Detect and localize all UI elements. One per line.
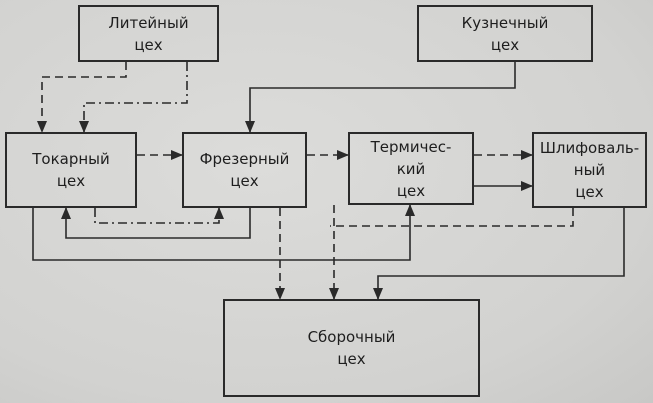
node-liteyny-tsekh: Литейный цех — [78, 5, 219, 62]
link-kuznechny-frezerny — [245, 62, 516, 133]
node-sborochny-tsekh: Сборочный цех — [223, 299, 480, 397]
node-tokarny-tsekh: Токарный цех — [5, 132, 137, 208]
node-frezerny-tsekh: Фрезерный цех — [182, 132, 307, 208]
node-shlifovalny-tsekh: Шлифоваль- ный цех — [532, 132, 647, 208]
node-kuznechny-tsekh: Кузнечный цех — [417, 5, 593, 62]
link-shlifovalny-sborochny-dashed — [330, 208, 574, 227]
node-termichesky-tsekh: Термичес- кий цех — [348, 132, 474, 205]
link-liteyny-tokarny — [37, 62, 127, 133]
link-liteyny-tokarny-2 — [79, 62, 188, 133]
link-frezerny-tokarny-bottom — [61, 207, 251, 239]
link-tokarny-termichesky — [32, 204, 415, 261]
link-shlifovalny-sborochny-solid — [373, 208, 625, 300]
link-tokarny-frezerny-bottom — [94, 207, 224, 224]
